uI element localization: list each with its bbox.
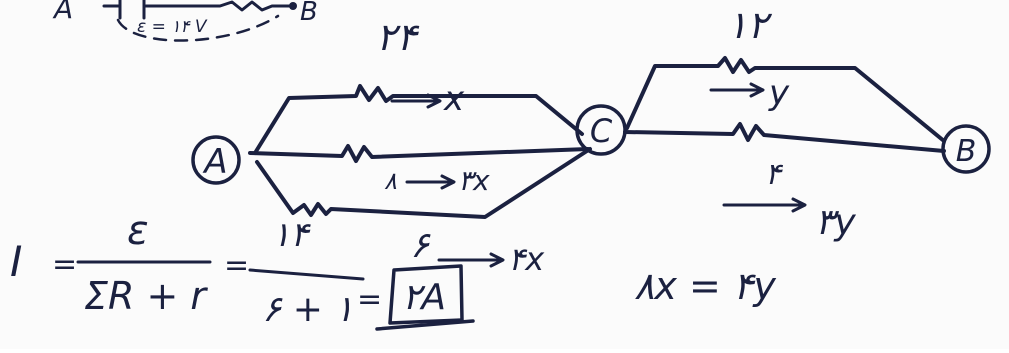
emf-symbol: ε [127,208,149,254]
right-top-branch [625,56,946,143]
relation-equation: ٨x = ۴y [634,264,776,308]
left-bottom-branch [255,147,592,219]
top-inset-circuit [102,0,295,20]
right-bottom-branch [623,122,946,153]
left-middle-current-arrowhead [440,174,456,190]
top-inset-right-label: B [300,0,318,27]
equals-sign-1: = [52,247,77,282]
right-parallel-group: C B ١٢ y ۴ ٣y [575,3,991,243]
right-top-current-label: y [768,73,790,113]
left-top-branch [253,84,584,155]
top-inset-left-label: A [52,0,73,25]
left-top-current-label: x [443,79,465,119]
right-top-current-arrowhead [749,82,765,98]
parallel-note-arrowhead [489,252,505,268]
left-middle-current-label: ٣x [458,164,490,197]
left-top-resistor-value: ٢۴ [376,15,419,59]
left-middle-resistor-value: ٨ [384,167,397,195]
right-top-resistor-value: ١٢ [727,3,772,47]
result-box [388,264,464,325]
fraction-line-2 [248,268,365,281]
top-inset-node-b [289,2,297,10]
equals-sign-3: = [357,282,382,317]
right-bottom-current-arrowhead [791,197,807,213]
current-symbol: I [10,237,22,286]
result-underline [375,319,475,331]
node-c-label: C [590,112,613,150]
value-numerator: ١۴ [272,215,311,255]
parallel-note-right: ۴x [508,240,545,278]
value-denominator: ۶ + ١ [262,289,354,330]
node-a-label: A [202,142,227,182]
result-value: ٢A [402,277,446,318]
equation-area: I = ε ΣR + r = ١۴ ۶ + ١ = ٢A ۶ ۴x ٨x = ۴… [10,208,776,331]
top-inset: A B ε = ١۴ V [52,0,318,42]
top-inset-dashed-arc [116,14,280,42]
node-b-circle [941,124,991,174]
left-top-current-arrowhead [426,93,442,109]
left-parallel-group: A ٢۴ x ٨ ٣x [191,15,592,219]
node-a-circle [191,135,241,185]
node-b-label: B [956,134,977,169]
denominator-expression: ΣR + r [84,274,208,318]
right-bottom-resistor-value: ۴ [765,157,784,192]
equals-sign-2: = [224,248,249,283]
parallel-note-left: ۶ [410,225,431,266]
top-inset-emf-label: ε = ١۴ V [137,17,208,37]
left-middle-branch [248,144,590,163]
right-bottom-current-label: ٣y [815,202,856,243]
